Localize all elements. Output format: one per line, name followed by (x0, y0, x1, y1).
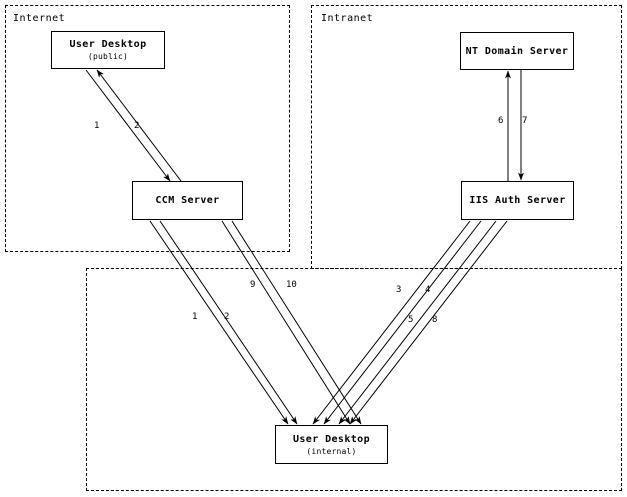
zone-internal-network (86, 268, 622, 491)
flow-label-9: 9 (250, 280, 256, 290)
flow-label-2-public: 2 (134, 121, 140, 131)
node-ccm-server[interactable]: CCM Server (132, 181, 243, 220)
zone-internet (5, 5, 290, 252)
connector-4-iis-to-internal (323, 220, 482, 425)
connector-8-iis-to-internal (349, 220, 508, 425)
node-iis-auth-server[interactable]: IIS Auth Server (461, 181, 574, 220)
node-title: CCM Server (155, 195, 220, 206)
node-nt-domain-server[interactable]: NT Domain Server (460, 32, 574, 70)
node-user-desktop-internal[interactable]: User Desktop (internal) (275, 425, 388, 464)
node-title: User Desktop (69, 39, 147, 50)
flow-label-6: 6 (498, 116, 504, 126)
node-subtitle: (public) (87, 52, 129, 61)
flow-label-1-internal: 1 (192, 312, 198, 322)
node-user-desktop-public[interactable]: User Desktop (public) (51, 31, 165, 69)
flow-label-8: 8 (432, 315, 438, 325)
connector-1-ccm-to-internal (149, 220, 289, 425)
flow-label-4: 4 (425, 285, 431, 295)
node-title: IIS Auth Server (469, 195, 566, 206)
node-title: NT Domain Server (465, 45, 569, 57)
zone-internet-label: Internet (13, 13, 66, 24)
flow-label-5: 5 (408, 315, 414, 325)
flow-label-10: 10 (286, 280, 297, 290)
connector-1-public-to-ccm (85, 69, 171, 182)
flow-label-7: 7 (522, 116, 528, 126)
connector-5-iis-to-internal (338, 220, 497, 425)
flow-label-2-internal: 2 (224, 312, 230, 322)
flow-label-1-public: 1 (94, 121, 100, 131)
zone-intranet-label: Intranet (321, 13, 374, 24)
connector-3-iis-to-internal (312, 220, 471, 425)
node-title: User Desktop (292, 433, 371, 445)
node-subtitle: (internal) (306, 446, 357, 456)
connector-2-ccm-to-public (96, 69, 182, 182)
flow-label-3: 3 (396, 285, 402, 295)
connector-9-ccm-to-internal (221, 220, 351, 425)
connector-2-ccm-to-internal (159, 220, 298, 425)
